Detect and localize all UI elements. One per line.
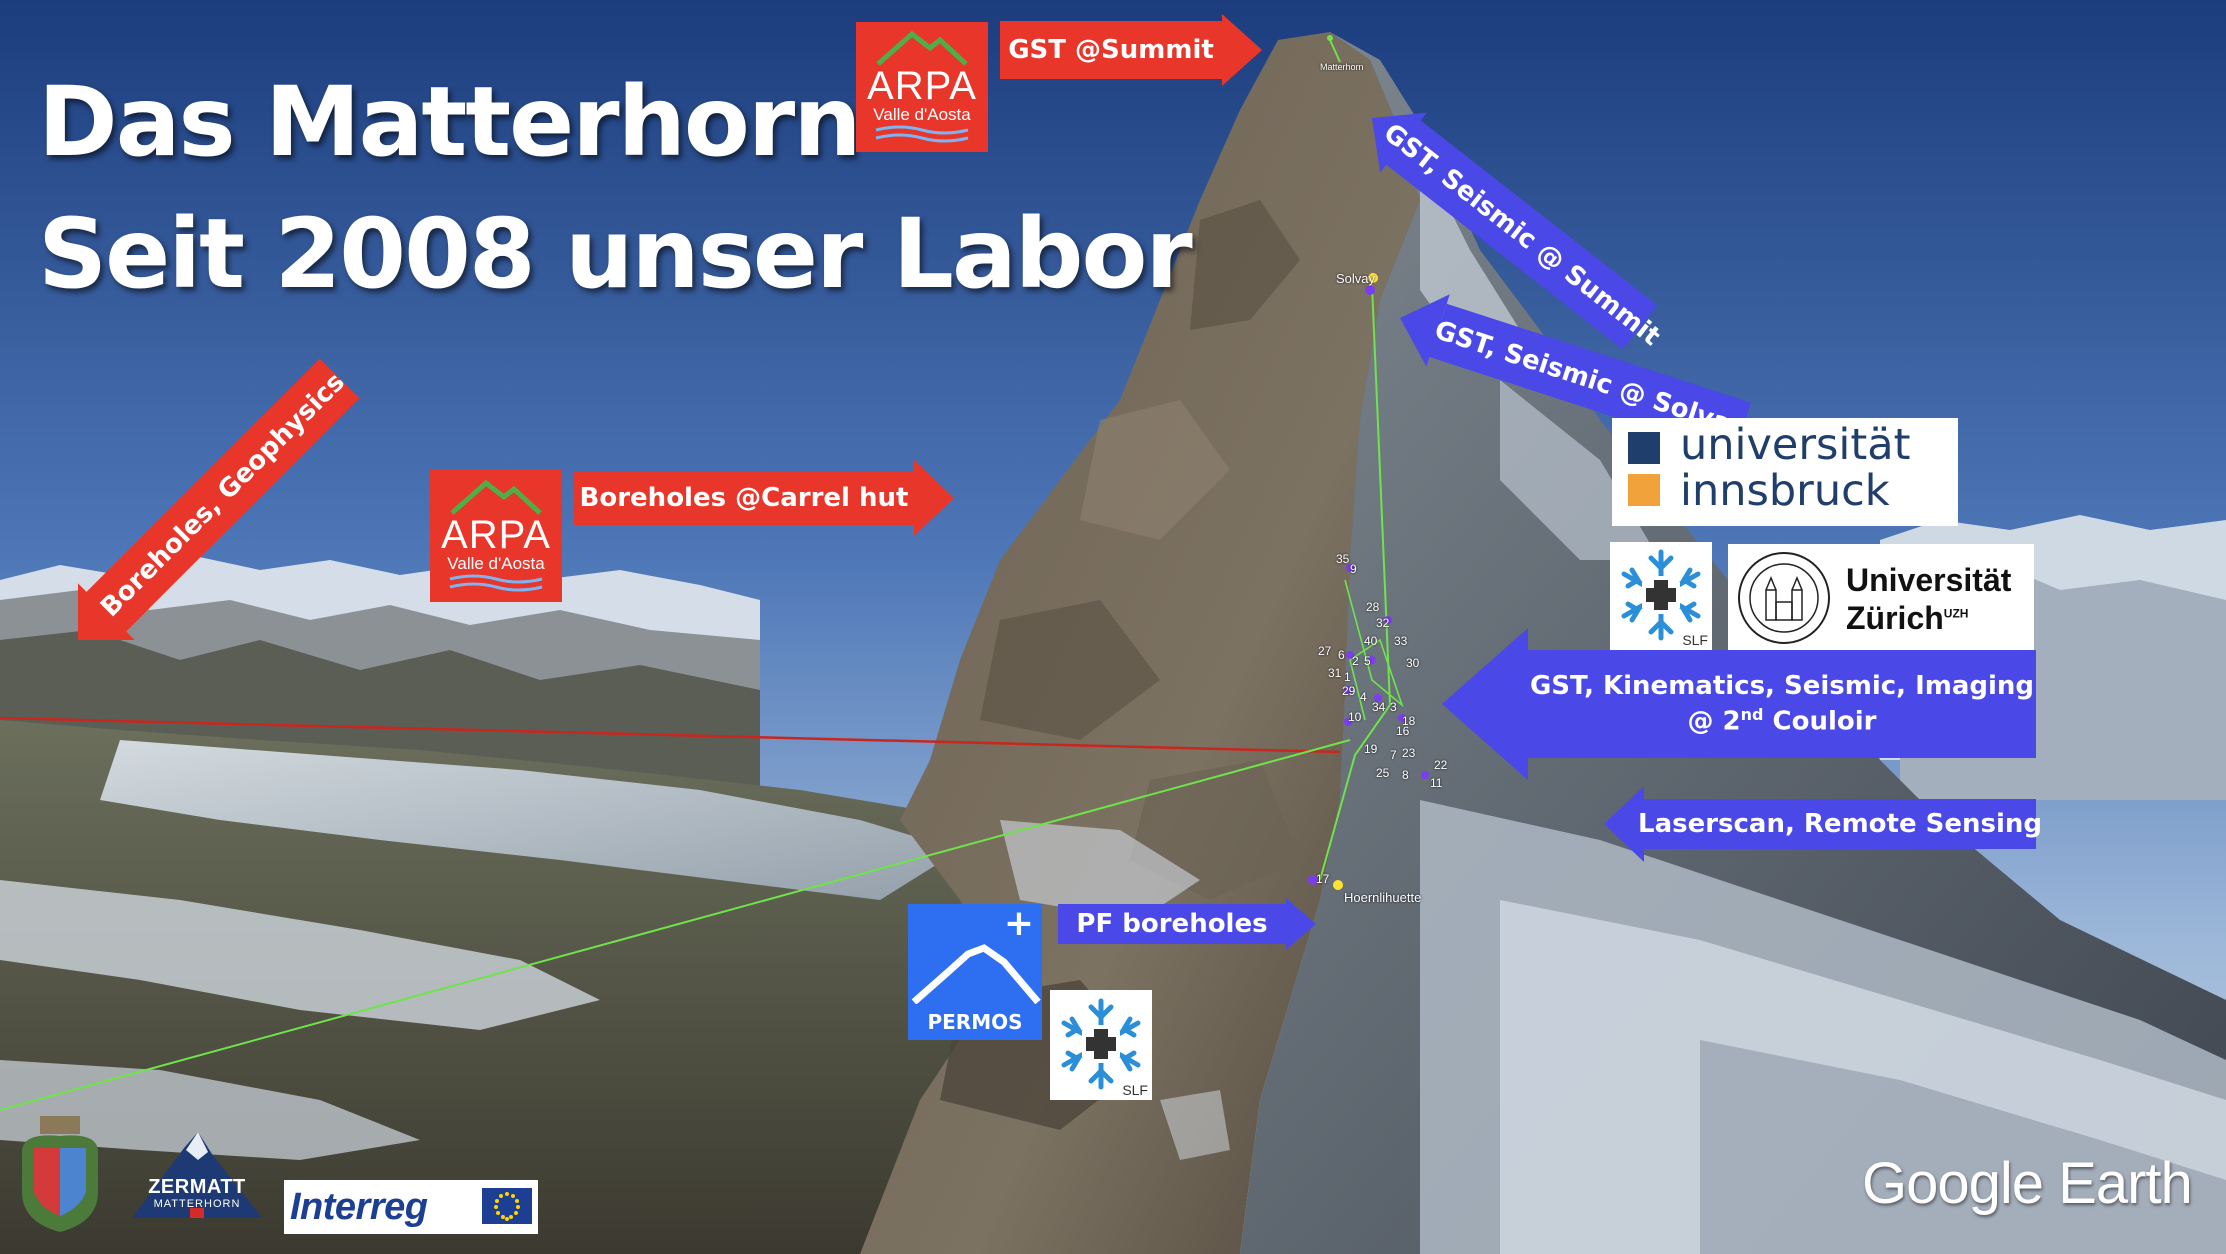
interreg-text: Interreg bbox=[290, 1186, 428, 1228]
uibk-text-1: universität bbox=[1680, 420, 1911, 470]
arpa-mountain-icon bbox=[450, 479, 542, 515]
site-number: 32 bbox=[1376, 616, 1390, 630]
site-number: 7 bbox=[1390, 748, 1397, 762]
arpa-waves-icon bbox=[875, 125, 969, 143]
hoernli-label: Hoernlihuette bbox=[1344, 890, 1422, 905]
slf-text: SLF bbox=[1122, 1082, 1148, 1098]
solvay-label: Solvay bbox=[1336, 271, 1376, 286]
uzh-seal-icon bbox=[1738, 552, 1830, 644]
arpa-name: ARPA bbox=[441, 512, 551, 557]
uibk-text-2: innsbruck bbox=[1680, 466, 1890, 516]
uzh-text-1: Universität bbox=[1846, 562, 2012, 598]
arrow-head bbox=[914, 460, 954, 536]
uibk-square-orange bbox=[1628, 474, 1660, 506]
arrow-laserscan: Laserscan, Remote Sensing bbox=[1604, 786, 2042, 862]
arrow-head bbox=[1442, 628, 1528, 780]
slf-logo-bottom: SLF bbox=[1050, 990, 1152, 1100]
slf-text: SLF bbox=[1682, 632, 1708, 648]
snowflake-icon bbox=[1061, 998, 1141, 1090]
couloir-line-1: GST, Kinematics, Seismic, Imaging bbox=[1529, 670, 2035, 701]
uibk-square-blue bbox=[1628, 432, 1660, 464]
google-earth-watermark: Google Earth bbox=[1862, 1151, 2193, 1216]
arpa-logo-middle: ARPA Valle d'Aosta bbox=[430, 470, 562, 602]
zermatt-logo: ZERMATT MATTERHORN bbox=[128, 1128, 266, 1218]
site-number: 18 bbox=[1402, 714, 1416, 728]
site-number: 31 bbox=[1328, 666, 1342, 680]
site-number: 19 bbox=[1364, 742, 1378, 756]
arrow-label-block: GST, Kinematics, Seismic, Imaging @ 2nd … bbox=[1528, 650, 2036, 758]
site-number: 1 bbox=[1344, 670, 1351, 684]
site-number: 35 bbox=[1336, 552, 1350, 566]
site-number: 27 bbox=[1318, 644, 1332, 658]
permos-logo: + PERMOS bbox=[908, 904, 1042, 1040]
arrow-label: GST @Summit bbox=[1000, 21, 1222, 79]
site-number: 34 bbox=[1372, 700, 1386, 714]
permos-text: PERMOS bbox=[927, 1010, 1023, 1034]
site-number: 40 bbox=[1364, 634, 1378, 648]
site-number: 2 bbox=[1352, 654, 1359, 668]
arpa-name: ARPA bbox=[867, 63, 977, 108]
site-number: 28 bbox=[1366, 600, 1380, 614]
site-number: 8 bbox=[1402, 768, 1409, 782]
arrow-label: PF boreholes bbox=[1058, 904, 1286, 944]
interreg-logo: Interreg bbox=[284, 1180, 538, 1234]
site-number: 23 bbox=[1402, 746, 1416, 760]
arrow-gst-summit: GST @Summit bbox=[1000, 14, 1262, 86]
site-number: 11 bbox=[1430, 776, 1443, 790]
snowflake-icon bbox=[1621, 549, 1701, 641]
site-number: 10 bbox=[1348, 710, 1362, 724]
zermatt-coat-of-arms-icon bbox=[22, 1116, 98, 1232]
site-number: 25 bbox=[1376, 766, 1390, 780]
zermatt-text: ZERMATT bbox=[148, 1176, 246, 1198]
site-number: 16 bbox=[1396, 724, 1410, 738]
arrow-head bbox=[1222, 14, 1262, 86]
site-number: 9 bbox=[1350, 562, 1357, 576]
site-number: 17 bbox=[1316, 872, 1330, 886]
arpa-waves-icon bbox=[449, 574, 543, 592]
eu-stars-icon bbox=[494, 1192, 520, 1221]
uzh-logo: Universität ZürichUZH bbox=[1728, 544, 2034, 650]
site-number: 4 bbox=[1360, 690, 1367, 704]
uibk-logo: universität innsbruck bbox=[1612, 418, 1958, 526]
title-line-2: Seit 2008 unser Labor bbox=[38, 198, 1193, 310]
arpa-sub: Valle d'Aosta bbox=[447, 553, 545, 573]
arpa-logo-top: ARPA Valle d'Aosta bbox=[856, 22, 988, 152]
arrow-second-couloir: GST, Kinematics, Seismic, Imaging @ 2nd … bbox=[1442, 628, 2036, 780]
arrow-head bbox=[1604, 786, 1644, 862]
permos-mountain-icon bbox=[911, 944, 1041, 1004]
plus-icon: + bbox=[1003, 903, 1034, 944]
arrow-head bbox=[1286, 898, 1316, 950]
arrow-label: Boreholes @Carrel hut bbox=[574, 471, 914, 525]
couloir-line-2: @ 2nd Couloir bbox=[1687, 704, 1877, 737]
site-number: 6 bbox=[1338, 648, 1345, 662]
title-line-1: Das Matterhorn bbox=[38, 66, 862, 178]
arrow-boreholes-carrel: Boreholes @Carrel hut bbox=[574, 460, 954, 536]
site-number: 5 bbox=[1364, 654, 1371, 668]
slf-logo: SLF bbox=[1610, 542, 1712, 650]
arpa-sub: Valle d'Aosta bbox=[873, 104, 971, 124]
site-number: 30 bbox=[1406, 656, 1420, 670]
arpa-mountain-icon bbox=[876, 30, 968, 66]
arrow-label: Laserscan, Remote Sensing bbox=[1638, 799, 2042, 849]
site-number: 29 bbox=[1342, 684, 1356, 698]
site-number: 33 bbox=[1394, 634, 1408, 648]
summit-label: Matterhorn bbox=[1320, 62, 1364, 72]
arrow-pf-boreholes: PF boreholes bbox=[1058, 898, 1316, 950]
uzh-text-2: ZürichUZH bbox=[1846, 600, 1969, 636]
zermatt-mountain-icon bbox=[132, 1132, 262, 1218]
eu-flag-icon bbox=[482, 1188, 532, 1224]
zermatt-sub-text: MATTERHORN bbox=[153, 1198, 241, 1210]
site-number: 3 bbox=[1390, 700, 1397, 714]
